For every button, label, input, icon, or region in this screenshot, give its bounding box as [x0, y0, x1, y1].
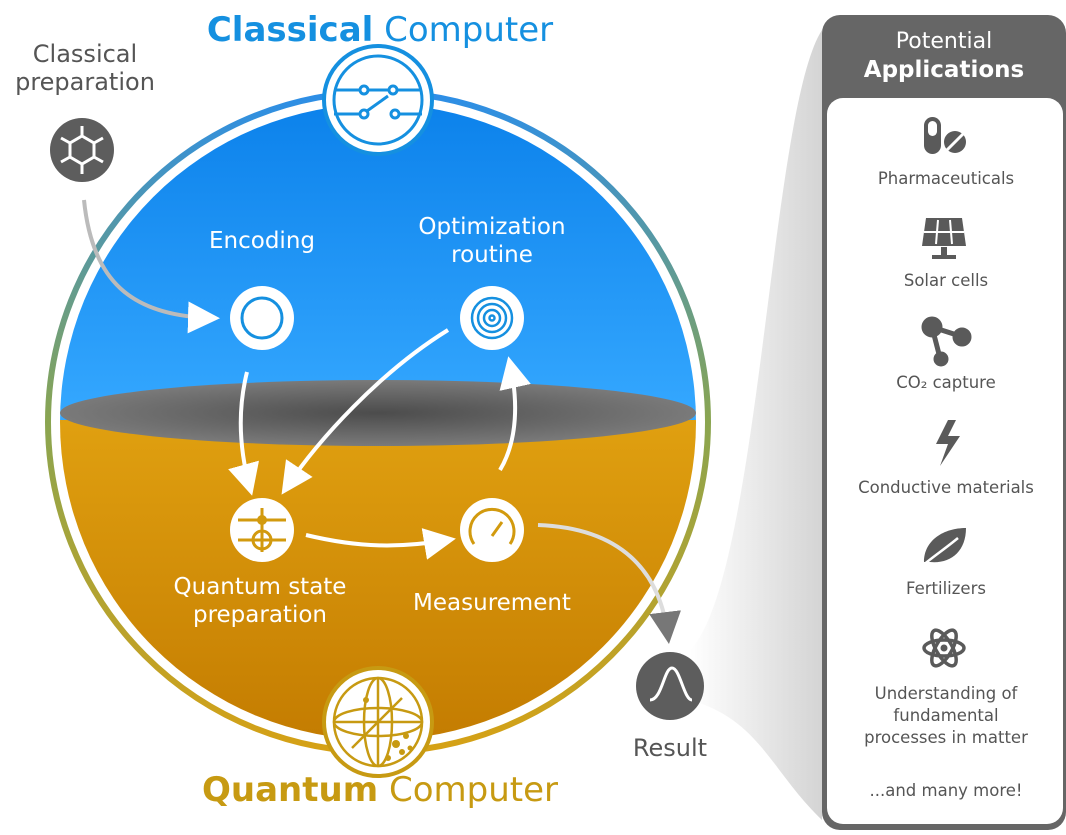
quantum-computer-title: Quantum Computer [202, 770, 558, 810]
pills-icon [924, 117, 966, 154]
bloch-sphere-icon [332, 676, 424, 768]
quantum-dots [363, 697, 413, 761]
app-label-more: ...and many more! [869, 781, 1023, 800]
applications-title: Potential Applications [863, 29, 1025, 83]
encoding-label: Encoding [209, 228, 315, 254]
solar-panel-icon [922, 218, 966, 259]
encoding-icon [240, 296, 284, 340]
result-label: Result [632, 734, 708, 762]
arrow-stateprep-to-measurement [305, 528, 456, 560]
arrow-measurement-to-optimization [498, 356, 531, 472]
classical-computer-title: Classical Computer [206, 10, 554, 50]
classical-preparation-node [50, 118, 114, 182]
app-label-solar-cells: Solar cells [903, 271, 989, 290]
measurement-node [460, 498, 524, 562]
hexagon-molecule-icon [60, 126, 104, 174]
arrow-encoding-to-stateprep [228, 371, 259, 496]
classical-computer-badge [322, 44, 434, 156]
app-label-fundamental-processes: Understanding of fundamental processes i… [864, 684, 1028, 747]
arrow-measurement-to-result [537, 523, 681, 644]
gauge-icon [468, 507, 516, 545]
optimization-node [460, 286, 524, 350]
result-fan [690, 30, 822, 820]
result-node [636, 652, 704, 720]
target-rings-icon [470, 296, 514, 340]
control-dot [257, 515, 267, 525]
switch-circuit-icon [332, 54, 424, 146]
leaf-icon [921, 528, 966, 567]
app-label-pharmaceuticals: Pharmaceuticals [877, 169, 1015, 188]
app-label-co2-capture: CO₂ capture [896, 373, 996, 392]
molecule-icon [921, 316, 972, 367]
arrow-optimization-to-stateprep [281, 328, 450, 495]
peak-curve-icon [649, 666, 693, 702]
atom-icon [922, 628, 966, 668]
app-label-fertilizers: Fertilizers [906, 579, 986, 598]
arrow-prep-to-encoding [82, 199, 220, 334]
measurement-label: Measurement [413, 590, 571, 616]
app-label-conductive-materials: Conductive materials [858, 478, 1034, 497]
applications-list [827, 98, 1063, 824]
equator-disk [60, 380, 696, 446]
lightning-bolt-icon [936, 420, 960, 466]
encoding-node [230, 286, 294, 350]
